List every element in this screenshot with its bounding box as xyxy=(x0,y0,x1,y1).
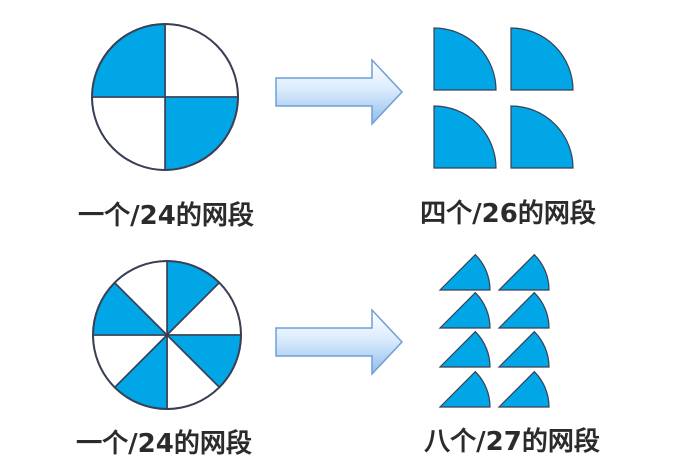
quarter-piece-2 xyxy=(510,27,574,91)
eighth-piece-6 xyxy=(497,330,550,368)
quarter-piece-1 xyxy=(433,27,497,91)
row1-circle-sector-1 xyxy=(164,23,239,98)
row1-circle-outline xyxy=(91,23,239,171)
quarter-piece-3 xyxy=(433,105,497,169)
eighth-piece-1 xyxy=(438,253,491,291)
eighth-piece-2 xyxy=(497,253,550,291)
row1-left-label: 一个/24的网段 xyxy=(78,200,254,231)
row2-eighth-pieces xyxy=(438,253,550,408)
row1-right-label: 四个/26的网段 xyxy=(420,198,596,229)
row1-circle-sector-4 xyxy=(91,23,166,98)
eighth-piece-3 xyxy=(438,291,491,329)
row1-circle-sector-2 xyxy=(164,96,239,171)
row2-left-label: 一个/24的网段 xyxy=(76,428,252,459)
row2-right-label: 八个/27的网段 xyxy=(424,426,600,457)
row1-circle-24 xyxy=(91,23,239,171)
row1-arrow-icon xyxy=(275,58,404,126)
row1-circle-sector-3 xyxy=(91,96,166,171)
row2-circle-outline xyxy=(92,260,242,410)
row1-quarter-pieces xyxy=(433,27,574,169)
eighth-piece-5 xyxy=(438,330,491,368)
eighth-piece-7 xyxy=(438,370,491,408)
row2-arrow-icon xyxy=(275,308,404,376)
eighth-piece-4 xyxy=(497,291,550,329)
row2-circle-24 xyxy=(92,260,242,410)
quarter-piece-4 xyxy=(510,105,574,169)
eighth-piece-8 xyxy=(497,370,550,408)
